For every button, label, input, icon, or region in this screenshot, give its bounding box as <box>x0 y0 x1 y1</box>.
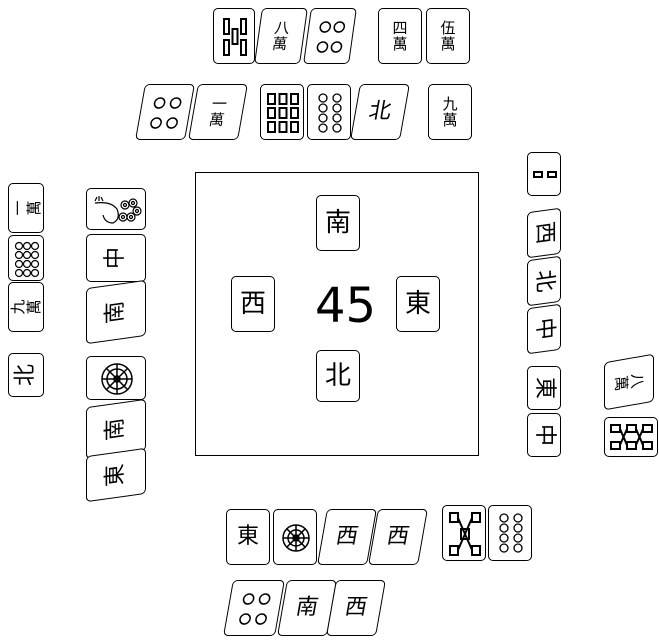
bamboo-pattern-icon <box>218 13 252 61</box>
honor-label: 北 <box>351 85 409 139</box>
right-inner-tile-4-honor[interactable]: 中 <box>527 304 561 355</box>
honor-label: 西 <box>522 214 566 252</box>
tile-number: 九 <box>10 300 26 315</box>
left-outer-tile-2-dots[interactable] <box>8 235 44 281</box>
bottom-row1-tile-2-dot-wheel[interactable] <box>273 509 317 565</box>
top-row2-tile-2-character[interactable]: 一 萬 <box>188 84 248 140</box>
wheel-dot-icon <box>91 361 143 397</box>
honor-label: 西 <box>318 510 376 564</box>
top-row2-tile-1-dots[interactable] <box>135 84 195 140</box>
tile-number: 八 <box>273 20 290 36</box>
honor-label: 北 <box>5 358 47 392</box>
bamboo-pattern-icon <box>265 89 301 137</box>
right-inner-tile-6-honor[interactable]: 中 <box>527 413 561 457</box>
top-row2-tile-3-bamboo[interactable] <box>260 84 304 140</box>
top-row2-tile-5-honor[interactable]: 北 <box>350 84 410 140</box>
center-wind-left: 西 <box>231 276 275 332</box>
bottom-row1-tile-5-bamboo[interactable] <box>442 505 486 561</box>
left-inner-tile-2-honor[interactable]: 中 <box>86 234 146 282</box>
honor-label: 北 <box>522 262 566 300</box>
honor-label: 東 <box>94 443 138 507</box>
wind-label: 北 <box>317 351 359 401</box>
top-row2-tile-6-character[interactable]: 九 萬 <box>428 84 472 140</box>
bamboo-pattern-icon <box>609 422 655 454</box>
wind-label: 西 <box>232 277 274 331</box>
right-inner-tile-5-honor[interactable]: 東 <box>527 366 561 410</box>
honor-label: 南 <box>89 279 143 345</box>
right-inner-tile-2-honor[interactable]: 西 <box>527 208 561 259</box>
top-row1-tile-4-character[interactable]: 四 萬 <box>378 8 422 64</box>
dots-pattern-icon <box>312 89 348 137</box>
bottom-row2-tile-3-honor[interactable]: 西 <box>326 580 386 636</box>
honor-label: 西 <box>327 581 385 635</box>
bottom-row1-tile-3-honor[interactable]: 西 <box>317 509 377 565</box>
bamboo-pattern-icon <box>532 157 558 193</box>
left-inner-tile-3-honor[interactable]: 南 <box>86 280 146 344</box>
tile-suit: 萬 <box>442 112 457 128</box>
tile-number: 四 <box>392 20 407 36</box>
top-row1-tile-5-character[interactable]: 伍 萬 <box>426 8 470 64</box>
right-outer-tile-2-bamboo[interactable] <box>604 417 658 457</box>
honor-label: 中 <box>93 229 139 287</box>
tile-number: 九 <box>442 96 457 112</box>
tile-suit: 萬 <box>208 112 226 128</box>
left-inner-tile-1-bird[interactable] <box>86 188 146 230</box>
bottom-row1-tile-4-honor[interactable]: 西 <box>368 509 428 565</box>
bottom-row2-tile-1-dots[interactable] <box>223 580 285 636</box>
center-wind-top: 南 <box>316 195 360 251</box>
tile-number: 一 <box>210 96 228 112</box>
bottom-row1-tile-1-honor[interactable]: 東 <box>226 509 270 565</box>
honor-label: 西 <box>369 510 427 564</box>
tile-suit: 萬 <box>271 36 288 52</box>
center-wind-right: 東 <box>396 276 440 332</box>
left-inner-tile-6-honor[interactable]: 東 <box>86 448 146 502</box>
top-row1-tile-2-character[interactable]: 八 萬 <box>254 8 308 64</box>
dots-pattern-icon <box>308 13 353 61</box>
honor-label: 東 <box>227 510 269 564</box>
center-wind-bottom: 北 <box>316 350 360 402</box>
wheel-dot-icon <box>278 514 314 562</box>
wind-label: 東 <box>397 277 439 331</box>
dots-pattern-icon <box>141 89 191 137</box>
top-row1-tile-3-dots[interactable] <box>303 8 357 64</box>
tile-number: 一 <box>10 201 26 216</box>
tile-suit: 萬 <box>613 374 629 392</box>
top-row2-tile-4-dots[interactable] <box>307 84 351 140</box>
right-inner-tile-1-bamboo[interactable] <box>527 152 561 196</box>
tile-number: 伍 <box>440 20 455 36</box>
dots-pattern-icon <box>229 585 281 633</box>
tile-suit: 萬 <box>440 36 455 52</box>
honor-label: 東 <box>523 372 565 404</box>
bamboo-pattern-icon <box>447 510 483 558</box>
right-inner-tile-3-honor[interactable]: 北 <box>527 256 561 307</box>
dots-pattern-icon <box>13 240 41 278</box>
honor-label: 中 <box>523 419 565 451</box>
left-outer-tile-1-character[interactable]: 一 萬 <box>8 183 44 233</box>
top-row1-tile-1-bamboo[interactable] <box>213 8 255 64</box>
tile-suit: 萬 <box>392 36 407 52</box>
left-inner-tile-4-dot-wheel[interactable] <box>86 356 146 400</box>
left-outer-tile-4-honor[interactable]: 北 <box>8 353 44 397</box>
bottom-row1-tile-6-dots[interactable] <box>488 505 532 561</box>
round-counter: 45 <box>315 278 385 334</box>
honor-label: 中 <box>522 310 566 348</box>
wind-label: 南 <box>317 196 359 250</box>
peacock-bird-icon <box>91 193 143 227</box>
right-outer-tile-1-character[interactable]: 八 萬 <box>604 354 654 411</box>
tile-suit: 萬 <box>26 300 42 315</box>
left-outer-tile-3-character[interactable]: 九 萬 <box>8 282 44 332</box>
tile-number: 八 <box>629 372 645 390</box>
tile-suit: 萬 <box>26 201 42 216</box>
dots-pattern-icon <box>493 510 529 558</box>
